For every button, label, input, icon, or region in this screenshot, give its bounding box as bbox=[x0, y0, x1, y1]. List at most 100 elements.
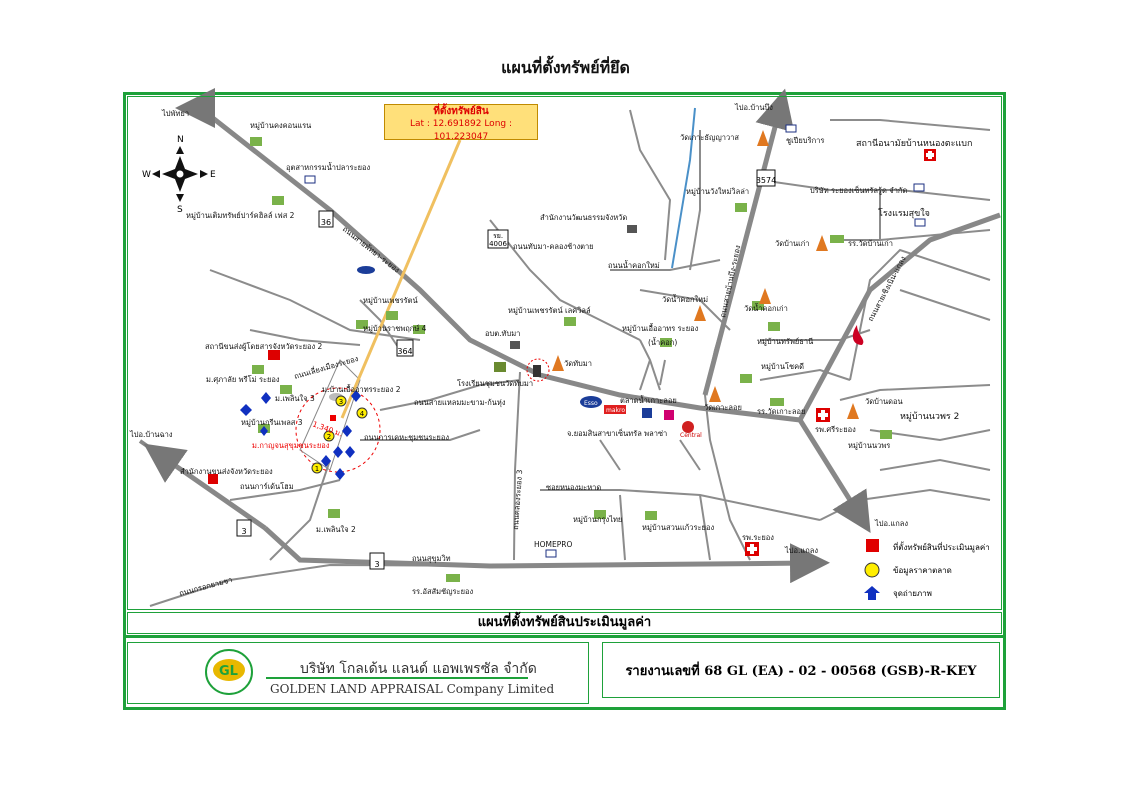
map-label-health-station: สถานีอนามัยบ้านหนองตะแบก bbox=[856, 138, 972, 149]
map-label-wat-namkhok-kao: วัดน้ำคอกเก่า bbox=[744, 303, 788, 313]
page-title: แผนที่ตั้งทรัพย์ที่ยึด bbox=[501, 58, 630, 77]
legend-subject: ที่ตั้งทรัพย์สินที่ประเมินมูลค่า bbox=[893, 541, 990, 553]
map-label-hotel: โรงแรมสุขใจ bbox=[878, 208, 930, 219]
map-label-v-phetrat: หมู่บ้านเพชรรัตน์ bbox=[363, 296, 418, 305]
map-label-m-phloen2: ม.เพลินใจ 2 bbox=[316, 525, 356, 534]
location-callout: ที่ตั้งทรัพย์สิน Lat : 12.691892 Long : … bbox=[384, 104, 538, 142]
map-label-m1: 1 bbox=[315, 465, 319, 473]
map-label-wat-namkhok: วัดน้ำคอกใหม่ bbox=[662, 294, 708, 304]
map-label-v-wangmai: หมู่บ้านวังใหม่วิลล่า bbox=[686, 187, 749, 196]
map-label-wat-thapma: วัดทับมา bbox=[564, 359, 592, 368]
subject-dashed-circle bbox=[295, 358, 550, 473]
map-label-v-nawa: หมู่บ้านนวพร bbox=[848, 441, 890, 450]
map-label-office-cultural: สำนักงานวัฒนธรรมจังหวัด bbox=[540, 213, 627, 222]
map-label-m2: 2 bbox=[327, 433, 331, 441]
map-label-rd-sukhumvit: ถนนสุขุมวิท bbox=[412, 554, 451, 563]
company-box bbox=[127, 642, 589, 704]
compass-e: E bbox=[210, 170, 216, 180]
map-label-m-kanoksiri: ม.กาญจนสุขุมชนระยอง bbox=[252, 441, 330, 450]
map-label-rd-thapma-khlong: ถนนทับมา-คลองช้างตาย bbox=[513, 242, 594, 251]
map-label-r364: 364 bbox=[397, 347, 412, 356]
map-label-v-ueathon2: (น้ำคอก) bbox=[648, 337, 677, 347]
map-label-homepro: HOMEPRO bbox=[534, 540, 572, 549]
map-label-school-koh: รร.วัดเกาะลอย bbox=[757, 407, 805, 416]
company-divider bbox=[266, 677, 528, 679]
map-label-m4: 4 bbox=[360, 410, 365, 418]
map-label-makro: makro bbox=[606, 407, 625, 414]
map-label-company-sermsuk: บริษัท ระยองเซ็นทรัลรู้ด จำกัด bbox=[810, 185, 907, 195]
company-name-th: บริษัท โกลเด้น แลนด์ แอพเพรซัล จำกัด bbox=[300, 661, 537, 677]
map-label-school-thapma: โรงเรียนชุมชนวัดทับมา bbox=[457, 379, 533, 388]
report-number: รายงานเลขที่ 68 GL (EA) - 02 - 00568 (GS… bbox=[625, 664, 977, 679]
subject-area bbox=[299, 359, 361, 471]
map-label-esso: Esso bbox=[584, 400, 598, 407]
map-label-v-krungthai: หมู่บ้านกรุงไทย bbox=[573, 515, 622, 524]
map-label-v-chokdee: หมู่บ้านโชคดี bbox=[761, 362, 804, 371]
map-label-v-suan: หมู่บ้านสวนแก้วระยอง bbox=[642, 523, 714, 532]
map-label-wat-koh-thanyaram: วัดเกาะธัญญาวาส bbox=[680, 133, 739, 142]
map-label-v-pathani: หมู่บ้านทรัพย์ธานี bbox=[757, 337, 813, 346]
map-label-rd-khao: ถนนการเคหะชุมชนระยอง bbox=[364, 433, 449, 442]
map-label-to-klaeng: ไปอ.แกลง bbox=[874, 519, 908, 528]
map-inner-border bbox=[127, 96, 1002, 610]
map-label-obt-thapma: อบต.ทับมา bbox=[485, 329, 520, 338]
map-label-m3: 3 bbox=[339, 398, 343, 406]
map-label-rd-kaew: ถนนน้ำคอกใหม่ bbox=[608, 260, 660, 270]
compass-n: N bbox=[177, 135, 184, 145]
legend-market: ข้อมูลราคาตลาด bbox=[893, 566, 952, 576]
roads bbox=[138, 109, 991, 607]
route-shields: 36 364 3574 3 3 รย. 4006 bbox=[236, 169, 776, 570]
map-label-m-phloen3: ม.เพลินใจ 3 bbox=[275, 394, 315, 403]
map-label-school-banla: รร.วัดบ้านเก่า bbox=[848, 239, 893, 248]
map-label-r36: 36 bbox=[321, 218, 331, 227]
map-label-rd-saenmaha: ถนนสายแหลมมะขาม-ก้นหุ่ง bbox=[414, 398, 506, 407]
legend-photo: จุดถ่ายภาพ bbox=[893, 589, 932, 598]
map-label-to-pattaya: ไปพัทยา bbox=[161, 109, 189, 118]
company-name-en: GOLDEN LAND APPRAISAL Company Limited bbox=[270, 682, 555, 696]
map-label-hosp-rayong: รพ.ระยอง bbox=[742, 533, 774, 542]
map-label-r4006a: รย. bbox=[493, 232, 503, 240]
map-label-r3a: 3 bbox=[241, 527, 246, 536]
map-icons bbox=[208, 124, 936, 582]
report-box bbox=[602, 642, 1000, 698]
legend: ที่ตั้งทรัพย์สินที่ประเมินมูลค่า ข้อมูลร… bbox=[864, 539, 990, 600]
compass-w: W bbox=[142, 170, 151, 180]
map-label-central: Central bbox=[680, 432, 702, 439]
map-label-to-banbueng: ไปอ.บ้านบึง bbox=[734, 103, 773, 112]
map-label-wat-sathu: ชูเปียบริการ bbox=[786, 136, 824, 145]
compass: N S E W bbox=[142, 135, 216, 215]
callout-coords: Lat : 12.691892 Long : 101.223047 bbox=[409, 119, 512, 142]
map-label-r3b: 3 bbox=[374, 560, 379, 569]
map-label-v-kongkhon: หมู่บ้านคงคอนแรน bbox=[250, 121, 311, 130]
map-label-r4006b: 4006 bbox=[489, 240, 507, 248]
map-label-market-kaeng: ตลาดน้ำเกาะลอย bbox=[620, 395, 677, 405]
callout-heading: ที่ตั้งทรัพย์สิน bbox=[433, 106, 489, 117]
map-label-wat-banla: วัดบ้านเก่า bbox=[775, 239, 810, 248]
main-roads bbox=[143, 88, 1001, 584]
map-label-wat-banlom: วัดบ้านดอน bbox=[865, 397, 903, 406]
map-label-r3574: 3574 bbox=[756, 176, 776, 185]
map-label-v-sermsap: หมู่บ้านเติมทรัพย์ปาร์คฮิลล์ เฟส 2 bbox=[186, 211, 295, 220]
callout-pointer bbox=[340, 139, 462, 419]
logo-text: GL bbox=[219, 664, 238, 679]
map-label-rd-nongmahat: ซอยหนองมะหาด bbox=[546, 483, 601, 492]
map-label-school-atsamchan: รร.อัสสัมชัญระยอง bbox=[412, 587, 473, 596]
map-caption: แผนที่ตั้งทรัพย์สินประเมินมูลค่า bbox=[127, 612, 1002, 634]
map-label-hosp-sri: รพ.ศรีระยอง bbox=[815, 425, 856, 434]
map-label-transport-office: สถานีขนส่งผู้โดยสารจังหวัดระยอง 2 bbox=[205, 342, 323, 351]
river bbox=[671, 107, 696, 269]
photo-points bbox=[240, 390, 361, 480]
map-frame bbox=[123, 92, 1006, 638]
compass-s: S bbox=[177, 205, 183, 215]
company-logo: GL bbox=[205, 649, 253, 695]
map-label-to-banchang: ไปอ.บ้านฉาง bbox=[129, 430, 173, 439]
map-label-v-phloen3: หมู่บ้านกรีนเพลส 3 bbox=[241, 418, 303, 427]
map-label-to-klaeng2: ไปอ.แกลง bbox=[784, 546, 818, 555]
map-label-v-ueathon: หมู่บ้านเอื้ออาทร ระยอง bbox=[622, 323, 699, 333]
map-label-m-muang: ม.บ้านเอื้ออาทรระยอง 2 bbox=[322, 384, 401, 394]
map-label-v-phetrat-lake: หมู่บ้านเพชรรัตน์ เลควิลล์ bbox=[508, 306, 591, 315]
footer bbox=[123, 638, 1006, 710]
market-markers: 1 2 3 4 bbox=[311, 395, 368, 474]
map-label-rd-nuankrasin: ถนนการ์เด้นโฮม bbox=[240, 482, 294, 491]
